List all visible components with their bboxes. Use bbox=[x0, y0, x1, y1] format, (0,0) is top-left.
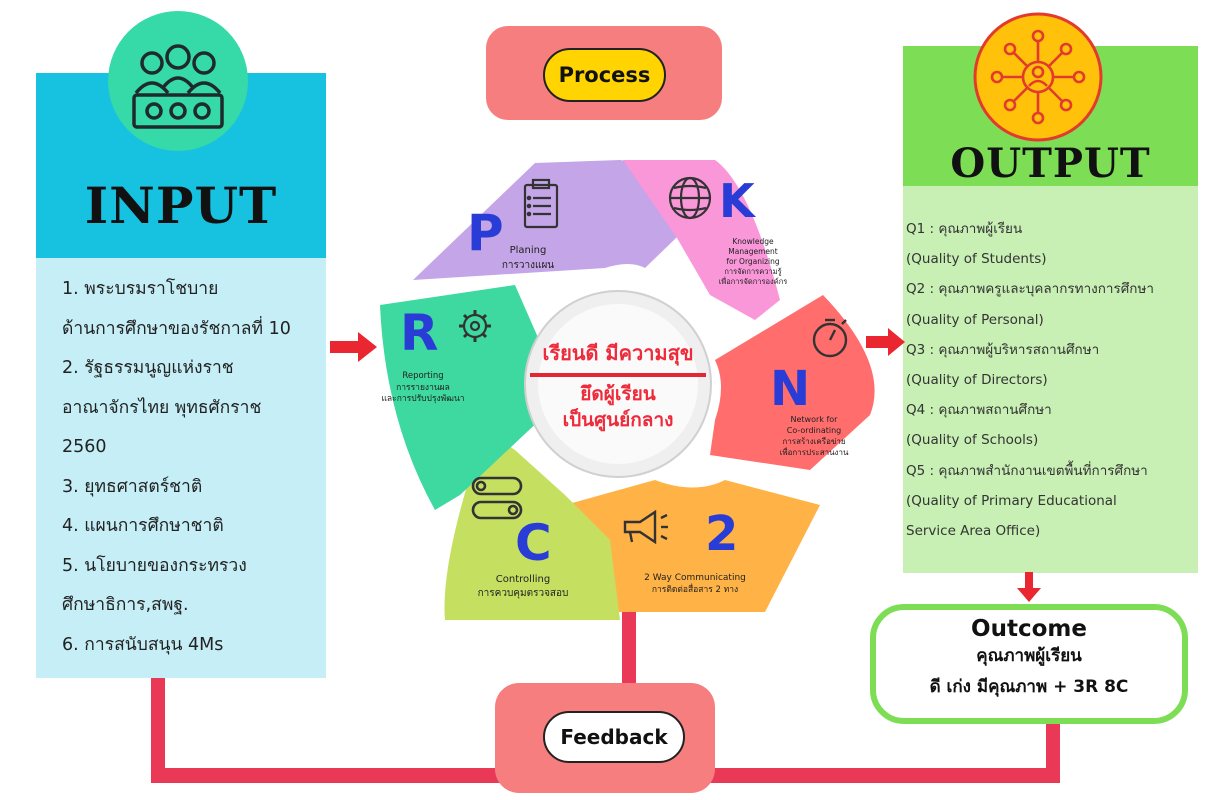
list-item: Q4 : คุณภาพสถานศึกษา bbox=[906, 402, 1052, 419]
segment-k-letter: K bbox=[719, 174, 757, 228]
segment-n bbox=[710, 295, 875, 470]
segment-k-th1: การจัดการความรู้ bbox=[724, 267, 781, 276]
arrow-process-to-output bbox=[866, 328, 905, 356]
segment-n-letter: N bbox=[770, 361, 810, 417]
segment-r-th1: การรายงานผล bbox=[396, 383, 450, 393]
outcome-line2: ดี เก่ง มีคุณภาพ + 3R 8C bbox=[929, 677, 1129, 697]
segment-two-letter: 2 bbox=[705, 506, 738, 562]
list-item: (Quality of Students) bbox=[906, 251, 1047, 268]
list-item: Q5 : คุณภาพสำนักงานเขตพื้นที่การศึกษา bbox=[906, 462, 1148, 479]
list-item: ศึกษาธิการ,สพฐ. bbox=[62, 595, 189, 615]
segment-k-th2: เพื่อการจัดการองค์กร bbox=[719, 276, 788, 286]
segment-c-letter: C bbox=[515, 514, 552, 572]
segment-n-th2: เพื่อการประสานงาน bbox=[780, 446, 849, 457]
outcome-title: Outcome bbox=[971, 616, 1087, 642]
center-divider bbox=[530, 373, 706, 377]
outcome-line1: คุณภาพผู้เรียน bbox=[976, 646, 1082, 666]
segment-r-th2: และการปรับปรุงพัฒนา bbox=[381, 394, 464, 404]
list-item: (Quality of Primary Educational bbox=[906, 492, 1117, 509]
clipboard-icon bbox=[523, 178, 559, 229]
center-line2: ยึดผู้เรียน bbox=[580, 383, 655, 406]
segment-k bbox=[623, 160, 780, 320]
segment-two-th: การติดต่อสื่อสาร 2 ทาง bbox=[652, 583, 738, 595]
input-list: 1. พระบรมราโชบาย ด้านการศึกษาของรัชกาลที… bbox=[62, 270, 327, 665]
list-item: Q3 : คุณภาพผู้บริหารสถานศึกษา bbox=[906, 341, 1100, 358]
arrow-input-to-process bbox=[330, 332, 377, 362]
list-item: 6. การสนับสนุน 4Ms bbox=[62, 634, 224, 655]
feedback-label: Feedback bbox=[543, 711, 685, 763]
segment-r-en: Reporting bbox=[402, 371, 443, 381]
center-line3: เป็นศูนย์กลาง bbox=[563, 407, 674, 432]
segment-k-en1: Knowledge bbox=[732, 237, 774, 246]
segment-k-en3: for Organizing bbox=[726, 257, 780, 266]
input-title: INPUT bbox=[84, 176, 278, 235]
feedback-line-right-vertical bbox=[1046, 715, 1060, 783]
segment-p-letter: P bbox=[467, 204, 504, 262]
segment-r bbox=[380, 285, 550, 510]
list-item: 4. แผนการศึกษาชาติ bbox=[62, 516, 224, 536]
stopwatch-icon bbox=[812, 318, 848, 358]
segment-p-en: Planing bbox=[510, 245, 547, 256]
segment-two bbox=[565, 480, 820, 612]
list-item: 3. ยุทธศาสตร์ชาติ bbox=[62, 476, 203, 497]
list-item: (Quality of Directors) bbox=[906, 372, 1048, 389]
feedback-line-left-vertical bbox=[151, 676, 165, 783]
process-label: Process bbox=[543, 48, 666, 102]
segment-k-en2: Management bbox=[728, 247, 777, 256]
segment-r-letter: R bbox=[400, 304, 439, 362]
gears-icon bbox=[459, 310, 491, 342]
feedback-line-center-vertical bbox=[622, 608, 636, 688]
segment-n-en1: Network for bbox=[791, 415, 839, 424]
list-item: อาณาจักรไทย พุทธศักราช bbox=[62, 397, 262, 418]
output-title: OUTPUT bbox=[950, 140, 1151, 187]
list-item: 5. นโยบายของกระทรวง bbox=[62, 555, 247, 576]
segment-two-en: 2 Way Communicating bbox=[644, 573, 746, 583]
segment-c-th: การควบคุมตรวจสอบ bbox=[478, 588, 569, 599]
input-body-panel bbox=[36, 258, 326, 678]
list-item: 2. รัฐธรรมนูญแห่งราช bbox=[62, 358, 234, 378]
list-item: 2560 bbox=[62, 437, 107, 457]
list-item: (Quality of Schools) bbox=[906, 432, 1039, 449]
output-body-panel bbox=[903, 186, 1198, 573]
list-item: Q1 : คุณภาพผู้เรียน bbox=[906, 221, 1023, 237]
segment-n-th1: การสร้างเครือข่าย bbox=[782, 437, 845, 446]
students-group-icon bbox=[108, 11, 248, 151]
globe-icon bbox=[668, 176, 712, 220]
list-item: Q2 : คุณภาพครูและบุคลากรทางการศึกษา bbox=[906, 281, 1154, 298]
list-item: (Quality of Personal) bbox=[906, 311, 1044, 328]
segment-n-en2: Co-ordinating bbox=[787, 426, 842, 435]
segment-p-th: การวางแผน bbox=[502, 260, 554, 271]
segment-p bbox=[413, 160, 705, 280]
process-cycle-diagram: เรียนดี มีความสุข ยึดผู้เรียน เป็นศูนย์ก… bbox=[380, 160, 875, 620]
network-person-icon bbox=[972, 11, 1104, 143]
outcome-box: Outcome คุณภาพผู้เรียน ดี เก่ง มีคุณภาพ … bbox=[870, 604, 1188, 724]
list-item: ด้านการศึกษาของรัชกาลที่ 10 bbox=[62, 318, 291, 339]
toggle-switches-icon bbox=[471, 476, 523, 520]
center-line1: เรียนดี มีความสุข bbox=[542, 341, 693, 366]
list-item: Service Area Office) bbox=[906, 523, 1041, 540]
list-item: 1. พระบรมราโชบาย bbox=[62, 279, 219, 299]
arrow-output-to-outcome bbox=[1017, 572, 1041, 602]
megaphone-icon bbox=[623, 509, 668, 545]
output-list: Q1 : คุณภาพผู้เรียน (Quality of Students… bbox=[906, 214, 1196, 546]
segment-c-en: Controlling bbox=[496, 574, 550, 585]
